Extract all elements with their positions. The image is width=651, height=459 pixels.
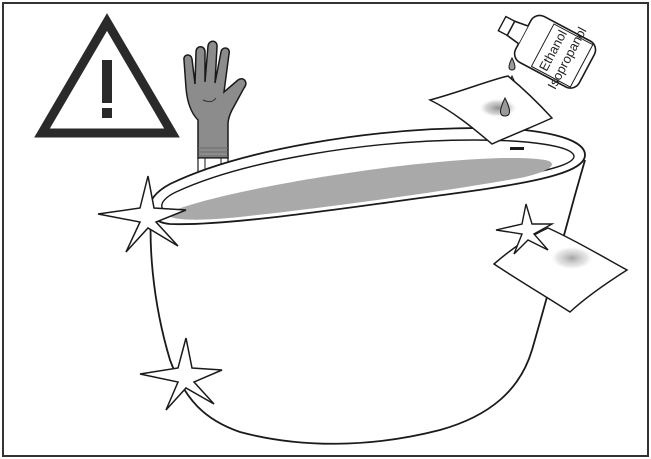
sparkle-icon [495, 203, 555, 255]
sparkle-icon [139, 337, 223, 411]
sparkle-icon [97, 175, 187, 253]
freestanding-bathtub [148, 127, 586, 445]
warning-triangle-icon [34, 13, 180, 138]
protective-glove-icon [183, 40, 247, 173]
cleaning-cloth-icon [427, 75, 554, 145]
solvent-bottle-icon: Ethanol Isopropanol [497, 14, 597, 92]
